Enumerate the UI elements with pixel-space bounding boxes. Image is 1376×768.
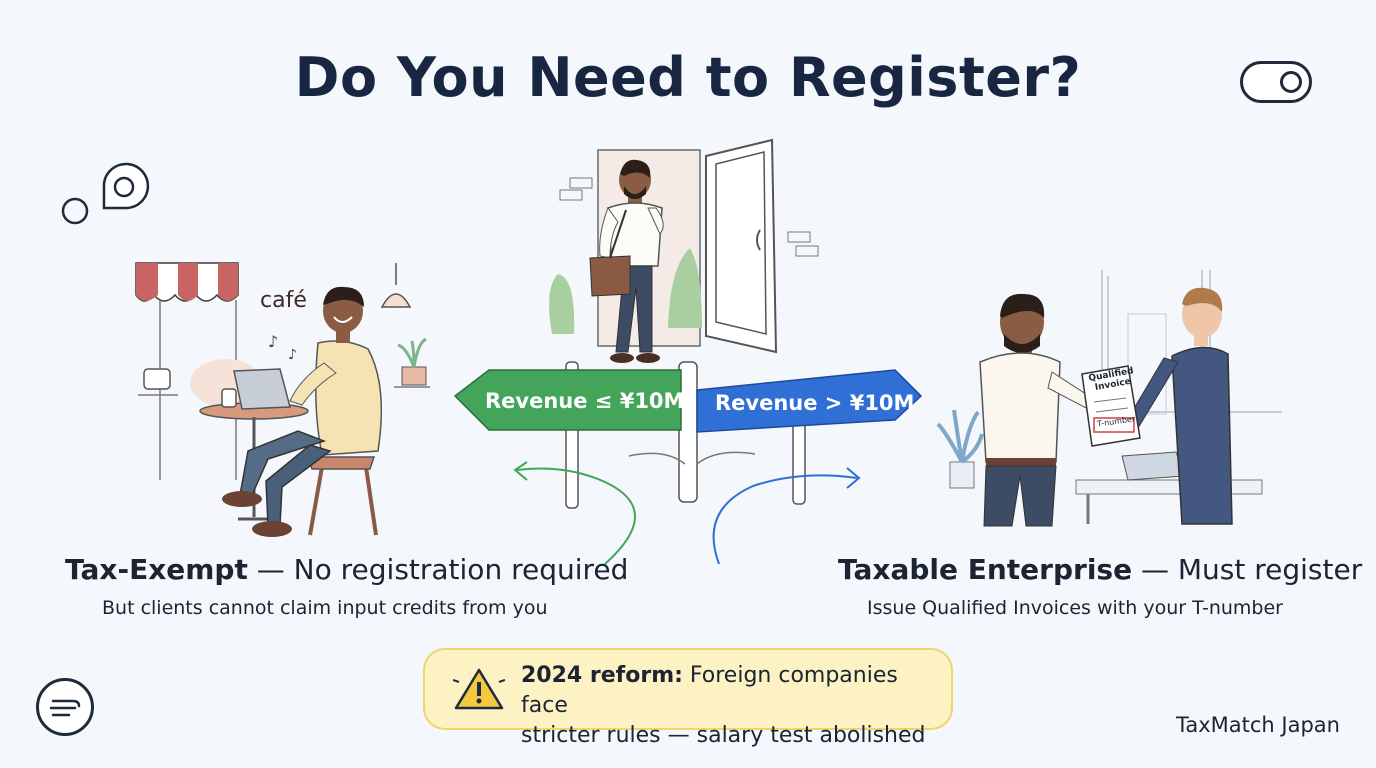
taxable-subtext: Issue Qualified Invoices with your T-num… [867,597,1283,619]
left-sign-label: Revenue ≤ ¥10M [485,389,684,413]
taxable-heading: Taxable Enterprise — Must register [838,553,1362,586]
svg-text:♪: ♪ [268,332,278,351]
cafe-scene: ♪ ♪ [135,262,430,537]
brand-name: TaxMatch Japan [1176,713,1340,737]
notice-line2: stricter rules — salary test abolished [521,723,926,748]
toggle-icon[interactable] [1240,61,1312,103]
menu-icon[interactable] [36,678,94,736]
notice-line1: Foreign companies face [521,663,898,718]
menu-lines-icon [49,699,81,717]
tax-exempt-label: Tax-Exempt [65,553,248,586]
page-title: Do You Need to Register? [294,46,1082,109]
signpost: Revenue ≤ ¥10M Revenue > ¥10M [453,361,923,565]
notice-label: 2024 reform: [521,663,683,688]
tax-exempt-heading: Tax-Exempt — No registration required [65,553,628,586]
right-sign-label: Revenue > ¥10M [715,391,914,415]
tax-exempt-detail: — No registration required [247,553,629,586]
tax-exempt-subtext: But clients cannot claim input credits f… [102,597,548,619]
office-scene [936,270,1282,527]
door-scene [549,138,819,363]
taxable-detail: — Must register [1132,553,1363,586]
notice-text: 2024 reform: Foreign companies face stri… [521,661,951,751]
warning-icon [453,668,505,710]
reform-notice: 2024 reform: Foreign companies face stri… [423,648,953,748]
taxable-label: Taxable Enterprise [838,553,1133,586]
toggle-knob [1280,71,1302,93]
chat-bubble-icon [61,162,150,225]
svg-text:♪: ♪ [288,347,297,363]
cafe-sign: café [260,288,307,313]
